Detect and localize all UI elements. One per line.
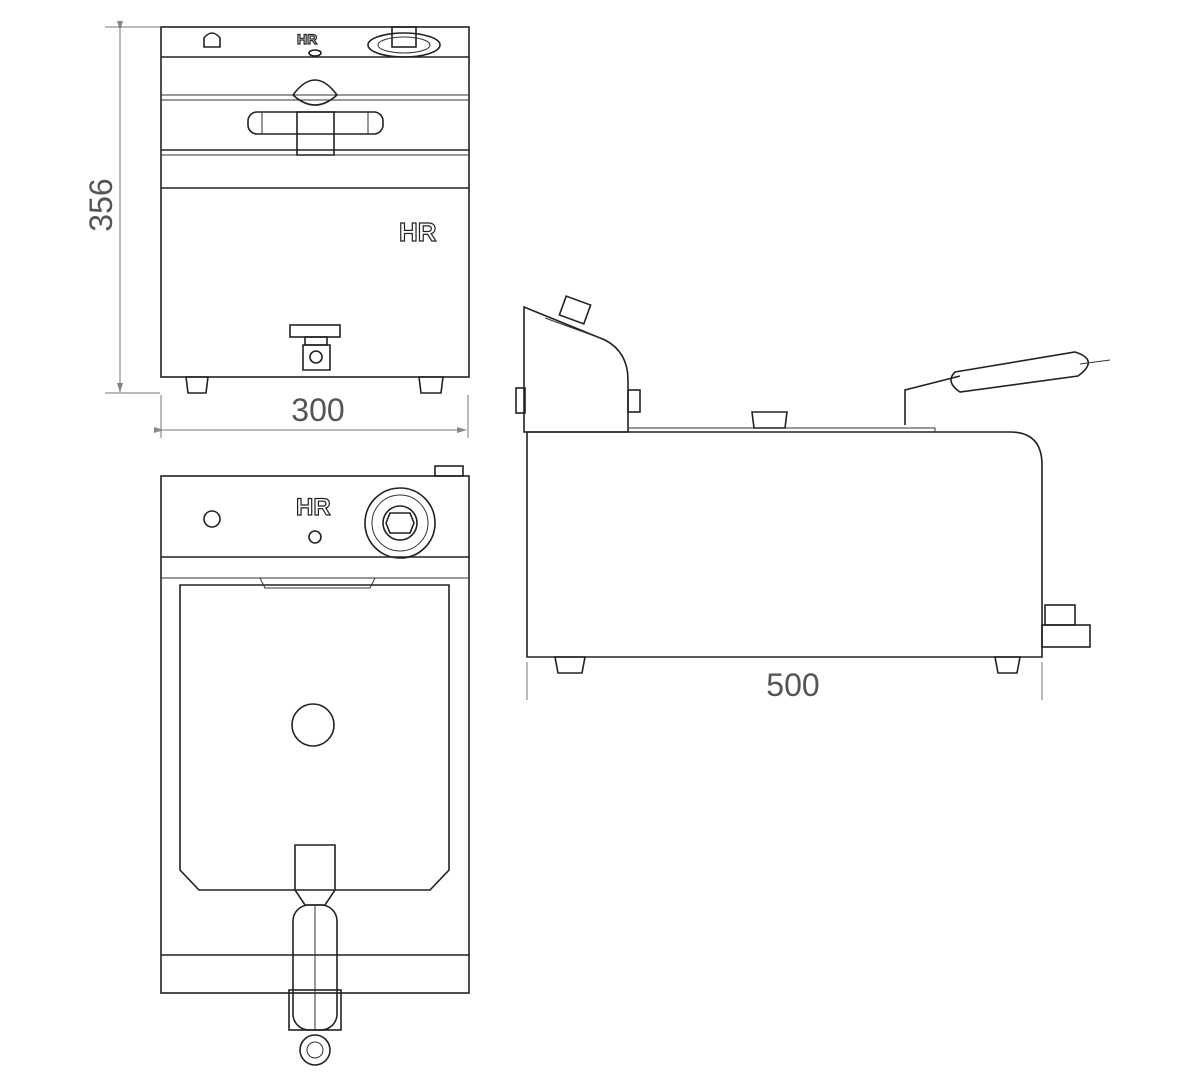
top-view: HR: [160, 465, 470, 1066]
foot: [994, 656, 1021, 674]
dimension-width: 300: [154, 392, 469, 438]
basket-handle-top: [288, 844, 342, 1066]
foot: [418, 376, 444, 394]
height-dimension-label: 356: [83, 178, 119, 231]
basket-handle-side: [904, 351, 1111, 425]
basket-center-icon: [291, 703, 335, 747]
side-view: [515, 295, 1111, 674]
drain-valve-side: [1041, 604, 1091, 648]
thermostat-knob-side-icon: [544, 295, 601, 339]
front-view: HR HR: [160, 26, 470, 394]
basket-handle: [247, 79, 384, 156]
pilot-light-icon: [203, 32, 221, 48]
pilot-light-icon: [203, 510, 221, 528]
brand-logo-small: HR: [297, 31, 317, 47]
depth-dimension-label: 500: [766, 667, 819, 703]
brand-logo-top: HR: [296, 494, 331, 521]
lid-knob: [751, 411, 788, 429]
brand-logo: HR: [399, 217, 437, 247]
fryer-basket: [179, 584, 450, 891]
dimension-depth: 500: [526, 662, 1043, 703]
dimension-height: 356: [83, 21, 160, 394]
drain-valve-icon: [289, 324, 341, 371]
width-dimension-label: 300: [291, 392, 344, 428]
thermostat-knob-icon: [364, 487, 436, 559]
control-box: [523, 305, 629, 433]
thermostat-knob-icon: [367, 26, 441, 58]
foot: [185, 376, 209, 394]
foot: [554, 656, 586, 674]
